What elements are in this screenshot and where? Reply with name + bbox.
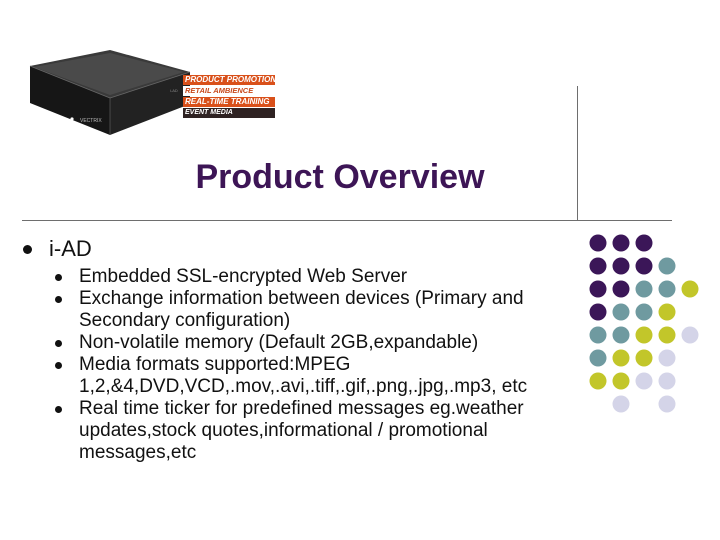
promo-label: EVENT MEDIA (183, 108, 275, 118)
decorative-dot (589, 303, 607, 321)
bullet-dot-icon (55, 274, 62, 281)
decorative-dot (589, 372, 607, 390)
decorative-dot (589, 234, 607, 252)
sub-bullet: Non-volatile memory (Default 2GB,expanda… (55, 332, 575, 354)
decorative-dot (612, 303, 630, 321)
decorative-dot (658, 372, 676, 390)
bullet-dot-icon (55, 406, 62, 413)
decorative-dot (612, 395, 630, 413)
decorative-dot (681, 326, 699, 344)
sub-bullet: Embedded SSL-encrypted Web Server (55, 266, 575, 288)
bullet-dot-icon (55, 296, 62, 303)
decorative-dot (658, 349, 676, 367)
promo-label: PRODUCT PROMOTION (183, 75, 277, 85)
promo-labels: PRODUCT PROMOTION RETAIL AMBIENCE REAL-T… (183, 75, 277, 119)
decorative-dot (658, 395, 676, 413)
decorative-dot (635, 349, 653, 367)
bullet-dot-icon (23, 244, 32, 254)
decorative-dot (658, 303, 676, 321)
decorative-dot (635, 372, 653, 390)
decorative-dot (589, 280, 607, 298)
device-image: VECTRIX i-AD (29, 50, 191, 135)
decorative-dot (589, 257, 607, 275)
slide-title: Product Overview (195, 158, 485, 196)
bullet-dot-icon (55, 340, 62, 347)
sub-bullet: Real time ticker for predefined messages… (55, 398, 575, 464)
sub-bullet-list: Embedded SSL-encrypted Web Server Exchan… (55, 266, 575, 464)
decorative-dot (635, 326, 653, 344)
decorative-dot (635, 280, 653, 298)
decorative-dot (658, 326, 676, 344)
sub-bullet: Exchange information between devices (Pr… (55, 288, 575, 332)
promo-label: RETAIL AMBIENCE (183, 86, 275, 96)
sub-bullet: Media formats supported:MPEG 1,2,&4,DVD,… (55, 354, 575, 398)
decorative-dot (658, 280, 676, 298)
promo-label: REAL-TIME TRAINING (183, 97, 275, 107)
decorative-dot (589, 326, 607, 344)
bullet-dot-icon (55, 362, 62, 369)
svg-text:i-AD: i-AD (170, 88, 178, 93)
decorative-dot (589, 349, 607, 367)
vertical-divider (577, 86, 578, 220)
horizontal-divider (22, 220, 672, 221)
decorative-dot (612, 234, 630, 252)
svg-text:VECTRIX: VECTRIX (80, 118, 102, 124)
decorative-dot (635, 303, 653, 321)
decorative-dot (635, 257, 653, 275)
decorative-dot (681, 280, 699, 298)
decorative-dot (658, 257, 676, 275)
decorative-dot (612, 372, 630, 390)
decorative-dot (612, 326, 630, 344)
main-bullet-text: i-AD (49, 236, 92, 261)
decorative-dot (612, 349, 630, 367)
decorative-dot (612, 257, 630, 275)
decorative-dot (612, 280, 630, 298)
decorative-dot (635, 234, 653, 252)
main-bullet: i-AD (23, 236, 92, 262)
